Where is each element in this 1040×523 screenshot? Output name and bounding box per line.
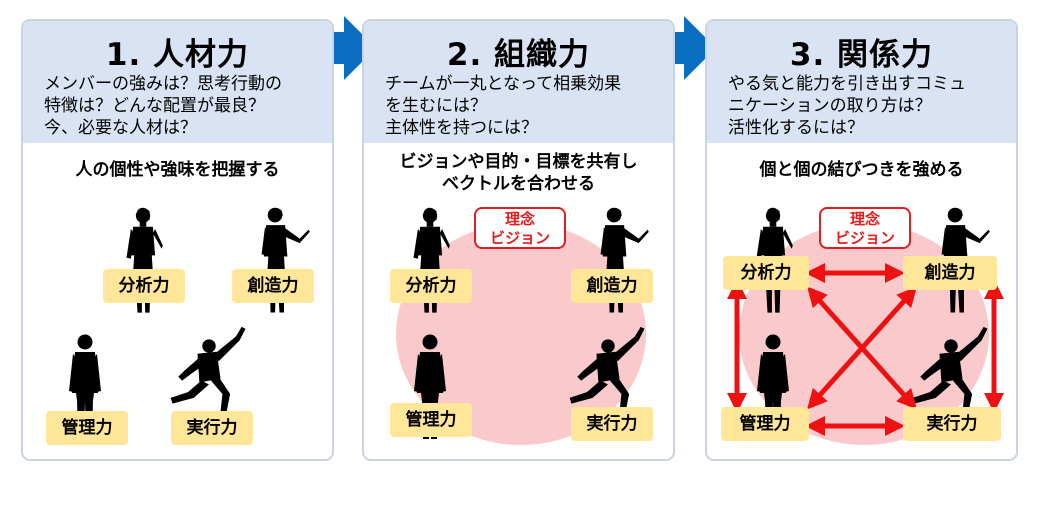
arrow-creativity-management bbox=[806, 286, 918, 410]
panel-subtitle: 人の個性や強味を把握する bbox=[23, 159, 332, 181]
role-management: 管理力 bbox=[721, 407, 809, 441]
vision-line: 理念 bbox=[504, 210, 535, 228]
vision-label: 理念 ビジョン bbox=[819, 207, 911, 249]
subtitle-line: ビジョンや目的・目標を共有し bbox=[399, 152, 638, 172]
description-line: やる気と能力を引き出すコミュ bbox=[728, 74, 966, 94]
panel-description: やる気と能力を引き出すコミュ ニケーションの取り方は？ 活性化するには？ bbox=[728, 73, 966, 139]
subtitle-line: 人の個性や強味を把握する bbox=[75, 160, 280, 180]
panel-description: メンバーの強みは？思考行動の 特徴は？どんな配置が最良？ 今、必要な人材は？ bbox=[44, 73, 282, 139]
description-line: 今、必要な人材は？ bbox=[44, 118, 197, 138]
description-line: 活性化するには？ bbox=[728, 118, 864, 138]
subtitle-line: 個と個の結びつきを強める bbox=[759, 160, 964, 180]
role-creativity: 創造力 bbox=[903, 256, 997, 290]
role-management: 管理力 bbox=[390, 403, 472, 437]
panel-header: 2. 組織力 チームが一丸となって相乗効果 を生むには？ 主体性を持つには？ bbox=[364, 21, 673, 143]
description-line: 主体性を持つには？ bbox=[385, 118, 538, 138]
panel-subtitle: ビジョンや目的・目標を共有し ベクトルを合わせる bbox=[364, 151, 673, 195]
role-analysis: 分析力 bbox=[390, 269, 472, 303]
jumping-man-silhouette-icon bbox=[161, 321, 257, 421]
description-line: 特徴は？どんな配置が最良？ bbox=[44, 96, 265, 116]
role-execution: 実行力 bbox=[571, 407, 653, 441]
description-line: チームが一丸となって相乗効果 bbox=[385, 74, 622, 94]
vision-line: 理念 bbox=[849, 210, 880, 228]
panel-relationship: 3. 関係力 やる気と能力を引き出すコミュ ニケーションの取り方は？ 活性化する… bbox=[705, 19, 1018, 461]
panel-description: チームが一丸となって相乗効果 を生むには？ 主体性を持つには？ bbox=[385, 73, 621, 139]
description-line: ニケーションの取り方は？ bbox=[728, 96, 932, 116]
subtitle-line: ベクトルを合わせる bbox=[442, 174, 595, 194]
panel-talent: 1. 人材力 メンバーの強みは？思考行動の 特徴は？どんな配置が最良？ 今、必要… bbox=[21, 19, 334, 461]
role-management: 管理力 bbox=[46, 411, 128, 445]
panel-title: 3. 関係力 bbox=[789, 37, 934, 73]
panel-organization: 2. 組織力 チームが一丸となって相乗効果 を生むには？ 主体性を持つには？ ビ… bbox=[362, 19, 675, 461]
panel-subtitle: 個と個の結びつきを強める bbox=[707, 159, 1016, 181]
vision-label: 理念 ビジョン bbox=[474, 207, 566, 249]
role-creativity: 創造力 bbox=[232, 269, 314, 303]
description-line: を生むには？ bbox=[385, 96, 487, 116]
panel-header: 1. 人材力 メンバーの強みは？思考行動の 特徴は？どんな配置が最良？ 今、必要… bbox=[23, 21, 332, 143]
description-line: メンバーの強みは？思考行動の bbox=[44, 74, 282, 94]
role-creativity: 創造力 bbox=[571, 269, 653, 303]
panel-title: 1. 人材力 bbox=[105, 37, 250, 73]
panel-header: 3. 関係力 やる気と能力を引き出すコミュ ニケーションの取り方は？ 活性化する… bbox=[707, 21, 1016, 143]
role-execution: 実行力 bbox=[903, 407, 1001, 441]
relationship-arrows bbox=[727, 263, 1004, 436]
panel-title: 2. 組織力 bbox=[446, 37, 591, 73]
role-analysis: 分析力 bbox=[103, 269, 185, 303]
role-execution: 実行力 bbox=[171, 411, 253, 445]
vision-line: ビジョン bbox=[834, 229, 895, 247]
jumping-man-silhouette-icon bbox=[560, 321, 656, 421]
vision-line: ビジョン bbox=[489, 229, 550, 247]
role-analysis: 分析力 bbox=[723, 256, 809, 290]
